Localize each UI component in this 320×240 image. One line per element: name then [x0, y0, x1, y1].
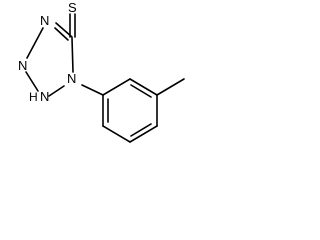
bond-ar-6-1 [102, 78, 131, 96]
bond-n1-aryl [81, 84, 104, 96]
atom-label-n4: N [40, 13, 49, 28]
bond-n3-n2 [25, 71, 39, 92]
atom-label-s: S [68, 0, 77, 15]
atom-label-h: H [29, 90, 38, 104]
bond-n4-n3 [26, 27, 44, 59]
bond-ar-2-3 [102, 125, 131, 143]
atom-label-n2: N [40, 89, 49, 104]
bond-ar-inner-c [130, 84, 152, 98]
bond-c5-n4-inner [54, 27, 69, 41]
atom-label-n3: N [18, 58, 27, 73]
atom-label-n1: N [67, 71, 76, 86]
bond-ar-inner-b [130, 123, 152, 137]
bond-ar-3-4 [129, 125, 158, 143]
bond-n2-n1 [48, 85, 65, 97]
bond-n1-c5 [71, 37, 74, 73]
chemical-structure: S N N N H N [18, 0, 185, 143]
bond-methyl [156, 78, 185, 96]
bond-ar-5-6 [129, 78, 158, 96]
